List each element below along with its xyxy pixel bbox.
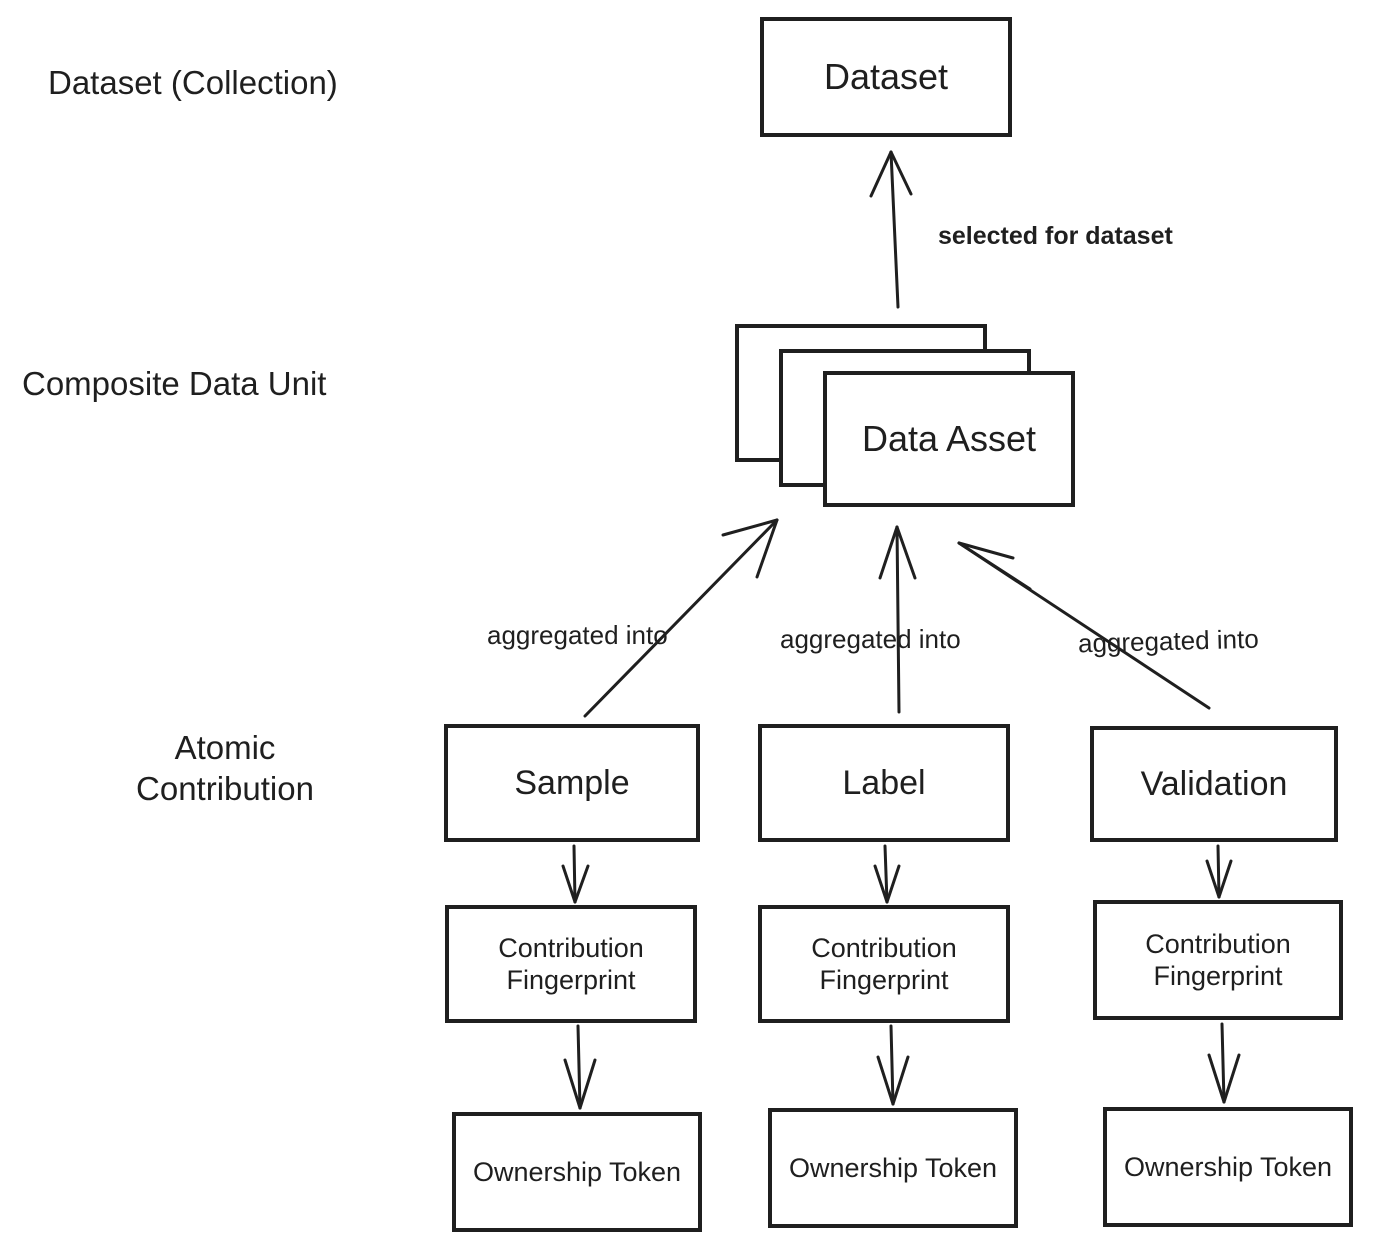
node-sample[interactable]: Sample — [444, 724, 700, 842]
node-label[interactable]: Label — [758, 724, 1010, 842]
arrow-label-to-data-asset — [878, 525, 917, 714]
node-ownership-token-sample[interactable]: Ownership Token — [452, 1112, 702, 1232]
node-data-asset[interactable]: Data Asset — [823, 371, 1075, 507]
node-dataset[interactable]: Dataset — [760, 17, 1012, 137]
arrow-validation-to-fingerprint — [1205, 844, 1233, 899]
tier-label-composite-data-unit: Composite Data Unit — [22, 365, 327, 402]
arrow-sample-to-data-asset — [583, 518, 779, 718]
arrow-sample-to-fingerprint — [561, 844, 590, 904]
node-ownership-token-label[interactable]: Ownership Token — [768, 1108, 1018, 1228]
node-ownership-token-validation[interactable]: Ownership Token — [1103, 1107, 1353, 1227]
arrow-fingerprint-to-token-2 — [876, 1024, 910, 1106]
arrow-label-to-fingerprint — [873, 844, 901, 904]
tier-label-dataset-collection: Dataset (Collection) — [48, 64, 338, 101]
node-contribution-fingerprint-sample[interactable]: Contribution Fingerprint — [445, 905, 697, 1023]
tier-label-atomic-contribution: Atomic Contribution — [136, 729, 314, 808]
edge-label-aggregated-into-label: aggregated into — [780, 624, 961, 654]
node-contribution-fingerprint-label[interactable]: Contribution Fingerprint — [758, 905, 1010, 1023]
edge-label-selected-for-dataset: selected for dataset — [938, 222, 1173, 250]
edge-label-aggregated-into-validation: aggregated into — [1077, 623, 1260, 659]
arrow-fingerprint-to-token-3 — [1207, 1022, 1241, 1104]
node-validation[interactable]: Validation — [1090, 726, 1338, 842]
arrow-fingerprint-to-token-1 — [563, 1024, 597, 1110]
node-contribution-fingerprint-validation[interactable]: Contribution Fingerprint — [1093, 900, 1343, 1020]
arrow-data-asset-to-dataset — [869, 150, 913, 309]
edge-label-aggregated-into-sample: aggregated into — [487, 620, 668, 650]
